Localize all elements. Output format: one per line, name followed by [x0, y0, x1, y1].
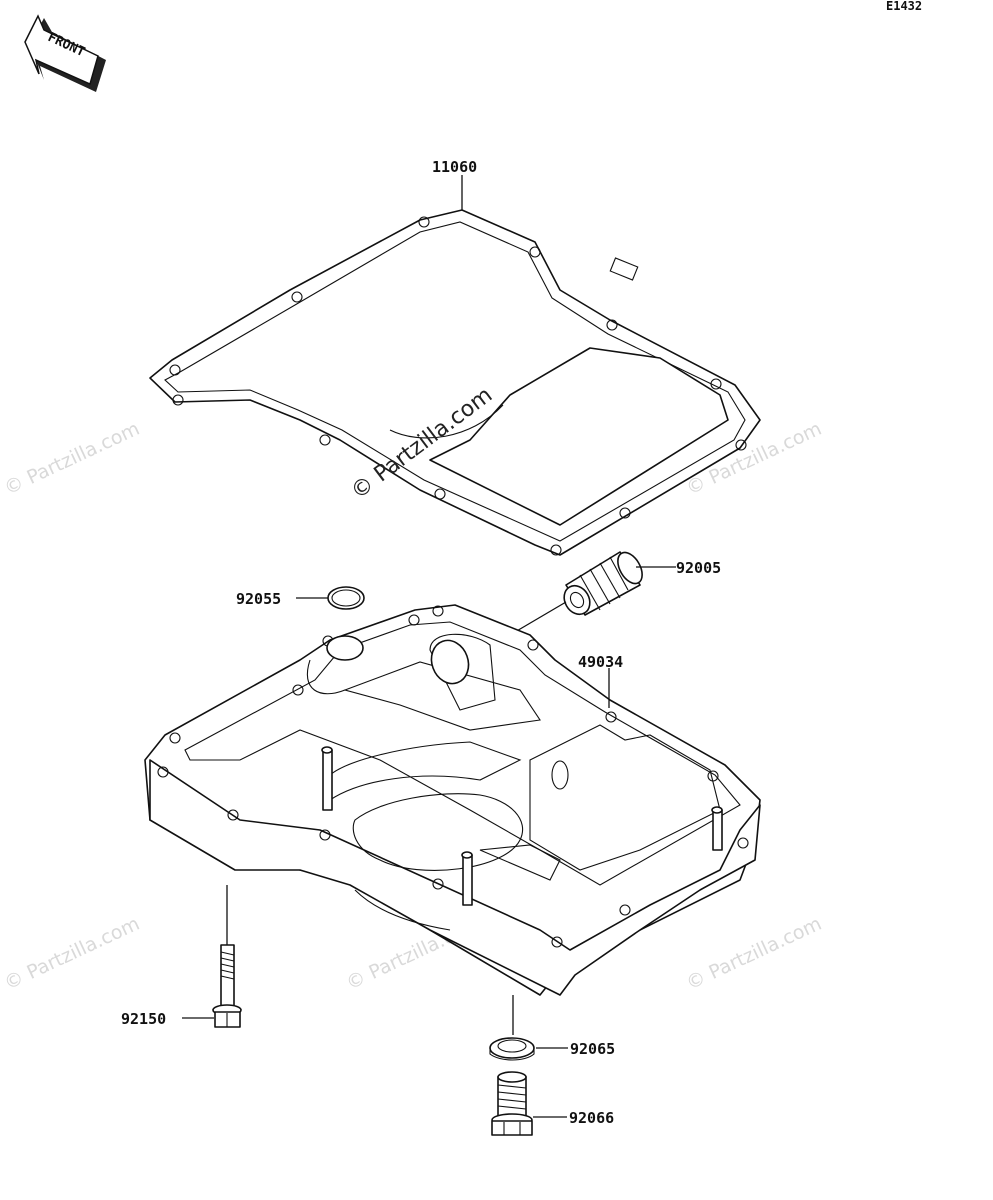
drain-plug-part — [491, 1071, 533, 1136]
watermark-tile: © Partzilla.com — [1, 913, 143, 995]
front-arrow-icon: FRONT — [24, 14, 106, 92]
part-label-92066[interactable]: 92066 — [569, 1109, 614, 1127]
part-label-92065[interactable]: 92065 — [570, 1040, 615, 1058]
bolt-part — [212, 944, 242, 1028]
part-label-92005[interactable]: 92005 — [676, 559, 721, 577]
gasket-part — [149, 209, 761, 556]
oil-strainer-part — [563, 551, 643, 616]
watermark-tile: © Partzilla.com — [1, 418, 143, 500]
part-label-92055[interactable]: 92055 — [236, 590, 281, 608]
diagram-code: E1432 — [886, 0, 922, 13]
leader-line — [514, 601, 567, 633]
part-label-11060[interactable]: 11060 — [432, 158, 477, 176]
drain-washer-part — [489, 1037, 535, 1061]
part-label-49034[interactable]: 49034 — [578, 653, 623, 671]
watermark-tile: © Partzilla.com — [683, 913, 825, 995]
part-label-92150[interactable]: 92150 — [121, 1010, 166, 1028]
oil-pan-part — [144, 604, 761, 996]
